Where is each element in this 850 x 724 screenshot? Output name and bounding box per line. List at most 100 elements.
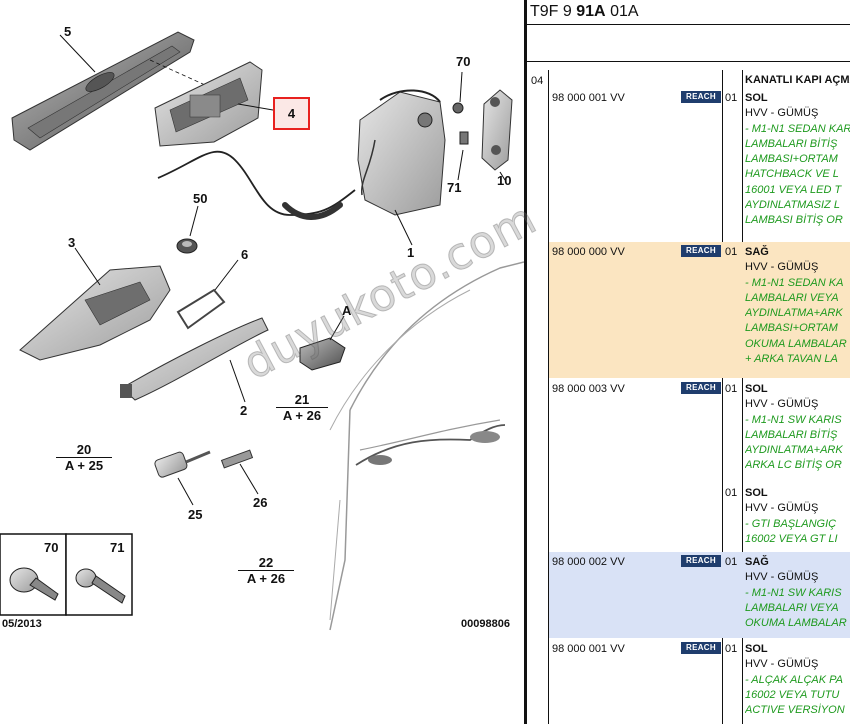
- callout-50: 50: [193, 191, 208, 206]
- side: SAĞ: [745, 556, 769, 568]
- row-description: SOL HVV - GÜMÜŞ - GTI BAŞLANGIÇ 16002 VE…: [745, 486, 850, 547]
- row-highlight: [549, 242, 850, 378]
- note-line: ARKA LC BİTİŞ OR: [745, 459, 842, 472]
- part-number: 98 000 001 VV: [552, 643, 625, 655]
- note-line: LAMBASI+ORTAM: [745, 153, 838, 166]
- callout-71: 71: [447, 180, 462, 195]
- callout-5: 5: [64, 24, 72, 39]
- side: SOL: [745, 383, 768, 395]
- reach-badge: REACH: [681, 245, 721, 257]
- callout-2: 2: [240, 403, 248, 418]
- note-line: LAMBALARI BİTİŞ: [745, 428, 838, 441]
- screw-70-small: [452, 71, 464, 114]
- note-line: 16002 VEYA TUTU: [745, 688, 840, 701]
- screw-detail-boxes: [0, 533, 133, 616]
- part-number: 98 000 001 VV: [552, 92, 625, 104]
- note-line: - GTI BAŞLANGIÇ: [745, 517, 837, 530]
- note-line: LAMBALARI VEYA: [745, 291, 839, 304]
- row-description: SAĞ HVV - GÜMÜŞ - M1-N1 SW KARIS LAMBALA…: [745, 555, 850, 631]
- reach-badge: REACH: [681, 555, 721, 567]
- quantity: 01: [725, 556, 738, 568]
- table-row[interactable]: 98 000 000 VV REACH 01 SAĞ HVV - GÜMÜŞ -…: [527, 242, 850, 378]
- group-title: KANATLI KAPI AÇMA: [745, 74, 850, 86]
- reach-badge: REACH: [681, 91, 721, 103]
- row-description: SOL HVV - GÜMÜŞ - M1-N1 SW KARIS LAMBALA…: [745, 382, 850, 474]
- highlighted-part-4-callout[interactable]: 4: [273, 97, 310, 130]
- note-line: LAMBALARI BİTİŞ: [745, 137, 838, 150]
- note-line: LAMBASI+ORTAM: [745, 322, 838, 335]
- color: HVV - GÜMÜŞ: [745, 261, 819, 274]
- quantity: 01: [725, 383, 738, 395]
- group-label-22-parts: A + 26: [238, 570, 294, 586]
- color: HVV - GÜMÜŞ: [745, 107, 819, 120]
- header-bold-code: 91A: [576, 3, 606, 20]
- table-row[interactable]: 98 000 001 VV REACH 01 SOL HVV - GÜMÜŞ -…: [527, 88, 850, 242]
- panel-subheader: [527, 25, 850, 62]
- part-1-door-lock: [357, 89, 446, 246]
- table-row[interactable]: 98 000 002 VV REACH 01 SAĞ HVV - GÜMÜŞ -…: [527, 552, 850, 638]
- table-row[interactable]: 01 SOL HVV - GÜMÜŞ - GTI BAŞLANGIÇ 16002…: [527, 483, 850, 551]
- header-suffix: 01A: [610, 3, 639, 20]
- note-line: + ARKA TAVAN LA: [745, 353, 838, 366]
- note-line: - M1-N1 SW KARIS: [745, 413, 842, 426]
- note-line: HATCHBACK VE L: [745, 168, 839, 181]
- parts-drawing: [0, 31, 524, 631]
- quantity: 01: [725, 643, 738, 655]
- part-5-bracket: [11, 31, 206, 151]
- side: SOL: [745, 92, 768, 104]
- parts-list-panel: T9F 9 91A 01A 04 KANATLI KAPI AÇMA 98 00…: [524, 0, 850, 724]
- group-label-21: 21 A + 26: [276, 392, 328, 423]
- panel-header: T9F 9 91A 01A: [527, 0, 850, 25]
- note-line: AYDINLATMA+ARK: [745, 307, 843, 320]
- side: SAĞ: [745, 246, 769, 258]
- callout-3: 3: [68, 235, 76, 250]
- note-line: LAMBALARI VEYA: [745, 601, 839, 614]
- note-line: LAMBASI BİTİŞ OR: [745, 214, 843, 227]
- color: HVV - GÜMÜŞ: [745, 398, 819, 411]
- reach-badge: REACH: [681, 382, 721, 394]
- screw-box-label-70: 70: [44, 540, 59, 555]
- callout-70: 70: [456, 54, 471, 69]
- part-a-lock-cylinder: [299, 315, 346, 371]
- reach-badge: REACH: [681, 642, 721, 654]
- note-line: OKUMA LAMBALAR: [745, 617, 847, 630]
- callout-25: 25: [188, 507, 203, 522]
- column-divider: [742, 70, 743, 724]
- part-number: 98 000 003 VV: [552, 383, 625, 395]
- group-label-20-parts: A + 25: [56, 457, 112, 473]
- note-line: AYDINLATMA+ARK: [745, 444, 843, 457]
- note-line: - ALÇAK ALÇAK PA: [745, 673, 844, 686]
- color: HVV - GÜMÜŞ: [745, 571, 819, 584]
- screw-box-label-71: 71: [110, 540, 125, 555]
- quantity: 01: [725, 487, 738, 499]
- column-divider: [722, 70, 723, 724]
- callout-26: 26: [253, 495, 268, 510]
- row-description: SOL HVV - GÜMÜŞ - ALÇAK ALÇAK PA 16002 V…: [745, 642, 850, 718]
- header-prefix: T9F 9: [530, 3, 572, 20]
- screw-71-small: [457, 131, 469, 181]
- color: HVV - GÜMÜŞ: [745, 502, 819, 515]
- group-label-21-number: 21: [294, 392, 310, 407]
- callout-1: 1: [407, 245, 415, 260]
- group-label-22: 22 A + 26: [238, 555, 294, 586]
- part-25-key: [154, 450, 211, 506]
- note-line: - M1-N1 SEDAN KAR: [745, 122, 850, 135]
- color: HVV - GÜMÜŞ: [745, 658, 819, 671]
- row-description: SOL HVV - GÜMÜŞ - M1-N1 SEDAN KAR LAMBAL…: [745, 91, 850, 229]
- group-label-22-number: 22: [258, 555, 274, 570]
- note-line: - M1-N1 SEDAN KA: [745, 276, 844, 289]
- part-26-key-blade: [220, 449, 259, 495]
- note-line: OKUMA LAMBALAR: [745, 337, 847, 350]
- side: SOL: [745, 643, 768, 655]
- level-code: 04: [531, 75, 544, 87]
- column-divider: [548, 70, 549, 724]
- callout-a: A: [342, 303, 352, 318]
- table-row[interactable]: 98 000 001 VV REACH 01 SOL HVV - GÜMÜŞ -…: [527, 639, 850, 724]
- drawing-number: 00098806: [461, 618, 510, 630]
- part-number: 98 000 000 VV: [552, 246, 625, 258]
- part-4-handle-housing: [154, 61, 274, 147]
- exploded-parts-diagram: 4 5 70 10 71 1 50 3 6 A 2 25 26 21 A + 2…: [0, 24, 524, 631]
- table-row[interactable]: 98 000 003 VV REACH 01 SOL HVV - GÜMÜŞ -…: [527, 379, 850, 483]
- callout-6: 6: [241, 247, 249, 262]
- group-label-20: 20 A + 25: [56, 442, 112, 473]
